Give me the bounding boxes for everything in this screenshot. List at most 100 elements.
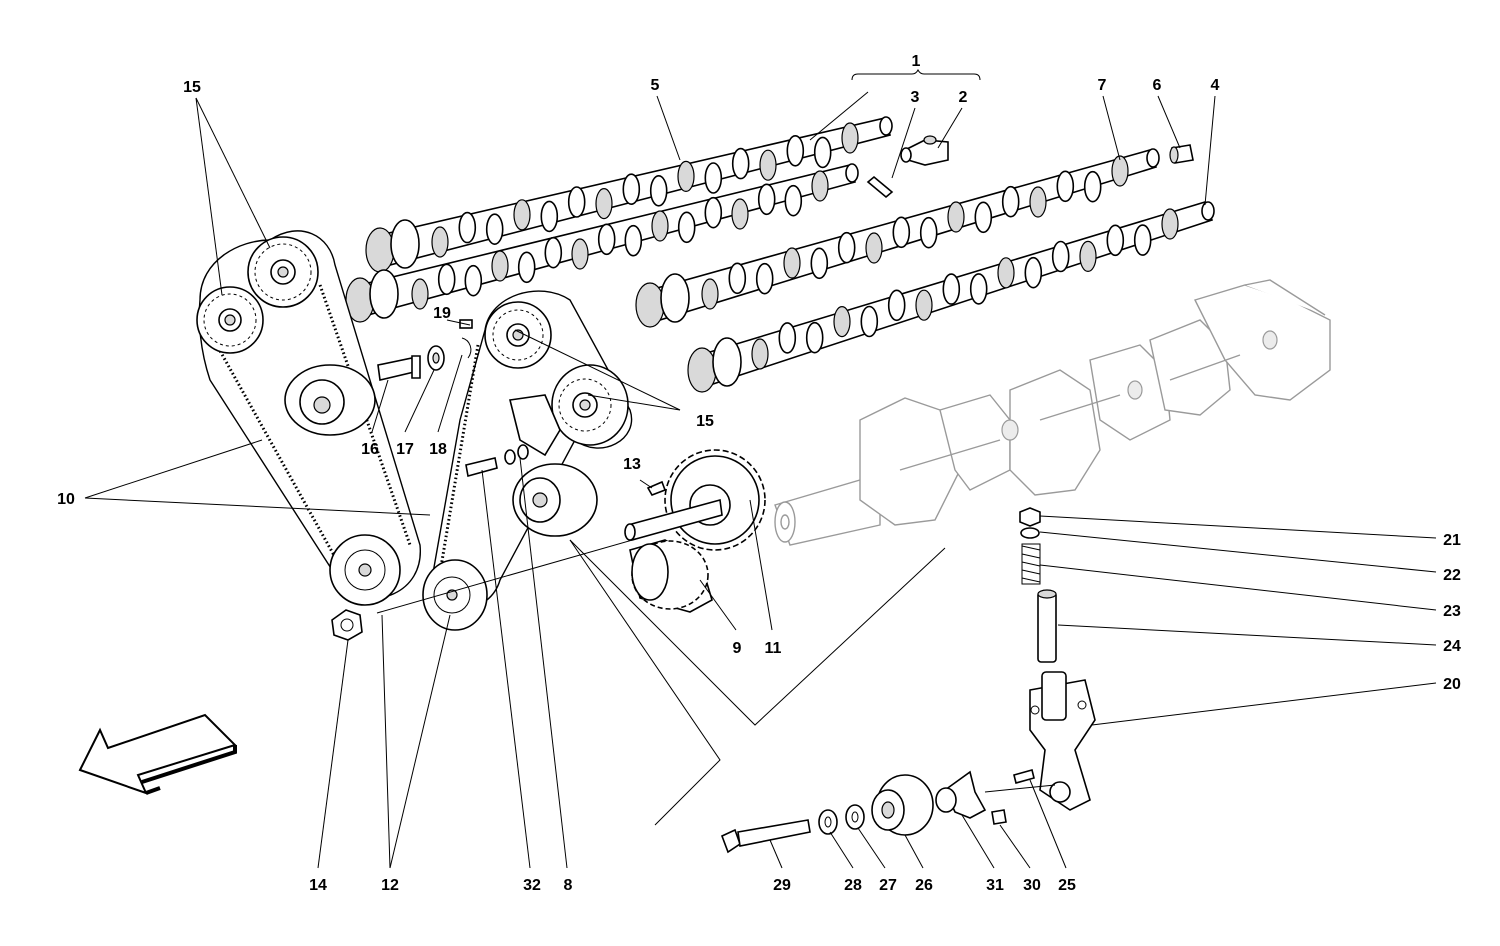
- cam-lobe: [837, 231, 856, 264]
- cam-lobe: [677, 160, 695, 192]
- cam-lobe: [919, 216, 938, 249]
- label-20: 20: [1443, 676, 1461, 693]
- bracket-20: [1029, 671, 1096, 811]
- label-23: 23: [1443, 603, 1461, 620]
- cam-lobe: [731, 198, 749, 230]
- camshaft-7: [635, 148, 1160, 328]
- cam-lobe: [513, 199, 531, 231]
- cam-lobe: [755, 262, 774, 295]
- cam-lobe: [974, 201, 993, 234]
- cam-lobe: [997, 257, 1015, 289]
- label-21: 21: [1443, 532, 1461, 549]
- label-17: 17: [396, 441, 414, 458]
- cam-lobe: [865, 232, 883, 264]
- cam-lobe: [1079, 240, 1097, 272]
- cam-lobe: [485, 213, 504, 245]
- cam-lobe: [947, 201, 965, 233]
- camshaft-1: [345, 163, 859, 323]
- camshaft-4: [687, 201, 1215, 393]
- cam-lobe: [1161, 208, 1179, 240]
- camshaft-5: [365, 116, 893, 273]
- cam-lobe: [813, 136, 832, 169]
- washer-27: [845, 804, 865, 830]
- lever-31: [935, 770, 987, 819]
- cam-lobe: [728, 262, 747, 295]
- cam-lobe: [704, 162, 723, 194]
- cam-lobe: [464, 264, 483, 297]
- cam-lobe: [915, 289, 933, 321]
- washer-28: [818, 809, 838, 835]
- label-31: 31: [986, 877, 1004, 894]
- label-30: 30: [1023, 877, 1041, 894]
- bolt-32: [465, 444, 529, 478]
- tensioner-8: [512, 463, 598, 537]
- part-3-pin: [866, 175, 894, 199]
- cam-lobe: [783, 247, 801, 279]
- cam-lobe: [892, 216, 911, 249]
- nut-14: [331, 609, 363, 641]
- cam-lobe: [649, 175, 668, 207]
- cam-lobe: [540, 200, 559, 233]
- label-15-upper-left: 15: [183, 79, 201, 96]
- label-18: 18: [429, 441, 447, 458]
- label-1: 1: [912, 53, 921, 70]
- cam-lobe: [1106, 224, 1125, 257]
- cam-lobe: [411, 278, 429, 310]
- part-2-camshaft-fitting: [900, 135, 949, 166]
- cam-lobe: [1001, 185, 1020, 218]
- cam-lobe: [622, 173, 641, 205]
- label-28: 28: [844, 877, 862, 894]
- cam-lobe: [969, 273, 988, 305]
- cam-lobe: [811, 170, 829, 202]
- part-labels: 1 2 3 4 5 6 7 8 9 10 11 12 13 14 15 15 1…: [57, 53, 1461, 894]
- cam-lobe: [810, 247, 829, 280]
- camshaft-pulley-upper: [247, 236, 319, 308]
- cam-lobe: [458, 211, 477, 244]
- cam-lobe: [833, 306, 851, 338]
- cam-lobe: [778, 322, 797, 354]
- label-4: 4: [1211, 77, 1220, 94]
- label-6: 6: [1153, 77, 1162, 94]
- cam-lobe: [784, 184, 803, 217]
- roller-26: [871, 774, 934, 836]
- cam-lobe: [677, 211, 696, 244]
- idler-pulley-left: [329, 534, 401, 606]
- cam-lobe: [1083, 170, 1102, 203]
- cam-lobe: [1133, 224, 1152, 256]
- cam-lobe: [595, 188, 613, 220]
- cam-lobe: [431, 226, 449, 258]
- label-11: 11: [765, 640, 782, 657]
- cam-lobe: [757, 183, 776, 216]
- label-25: 25: [1058, 877, 1076, 894]
- camshaft-pulley-right-lower: [551, 364, 629, 446]
- label-5: 5: [651, 77, 660, 94]
- label-9: 9: [733, 640, 742, 657]
- label-29: 29: [773, 877, 791, 894]
- cam-lobe: [860, 305, 879, 338]
- direction-arrow-icon: [78, 713, 237, 795]
- tensioner-bracket: [509, 394, 561, 457]
- leader-lines: [84, 68, 1437, 869]
- rod-24: [1037, 589, 1057, 663]
- label-26: 26: [915, 877, 933, 894]
- cam-lobe: [1051, 240, 1070, 273]
- bolt-16-17: [377, 319, 473, 381]
- label-12: 12: [381, 877, 399, 894]
- spring-23: [1021, 543, 1041, 585]
- label-2: 2: [959, 89, 968, 106]
- cam-lobe: [701, 278, 719, 310]
- cam-lobe: [651, 210, 669, 242]
- label-8: 8: [564, 877, 573, 894]
- key-13: [646, 480, 667, 496]
- cam-lobe: [571, 238, 589, 270]
- cam-lobe: [751, 338, 769, 370]
- cam-lobe: [786, 135, 805, 167]
- label-16: 16: [361, 441, 379, 458]
- bolt-29: [720, 819, 811, 854]
- label-27: 27: [879, 877, 897, 894]
- cam-lobe: [887, 289, 906, 322]
- cam-lobe: [437, 263, 456, 296]
- washer-22: [1020, 527, 1040, 539]
- cam-lobe: [759, 149, 777, 181]
